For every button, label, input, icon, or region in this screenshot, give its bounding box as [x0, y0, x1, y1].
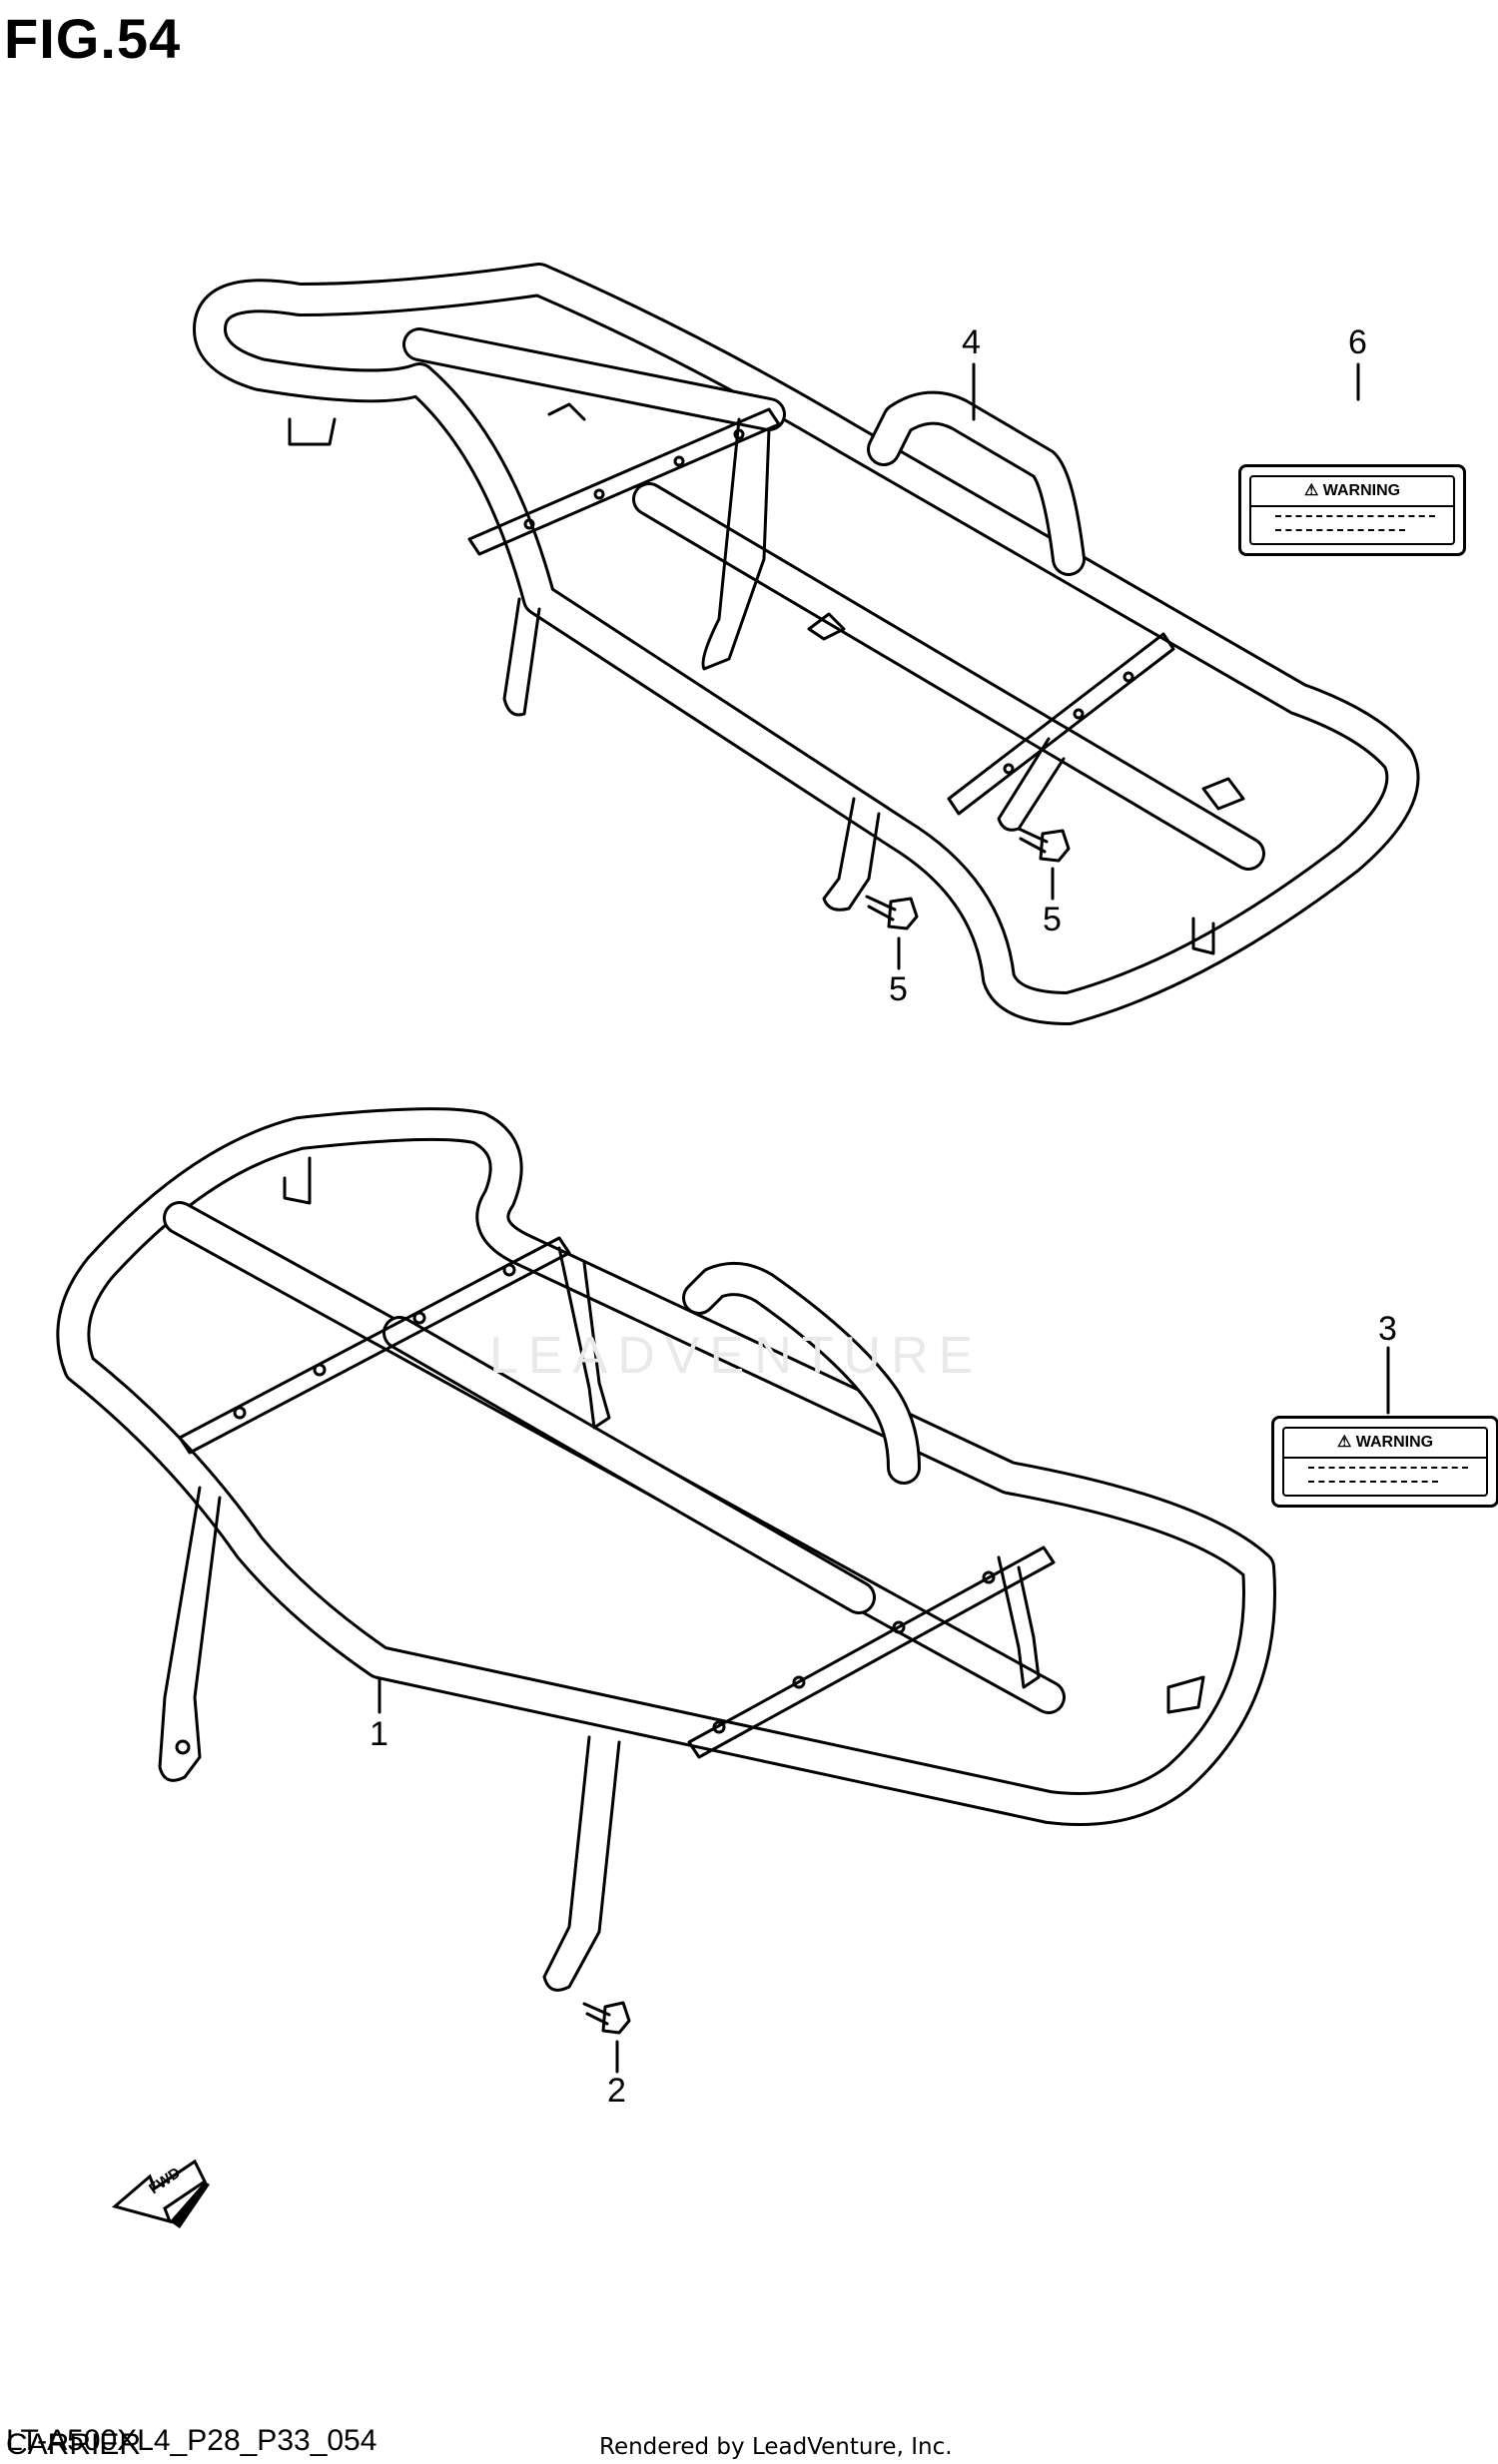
- front-carrier: [56, 1107, 1276, 1992]
- callout-5-left: 5: [889, 970, 908, 1008]
- warning-label-3: ⚠ WARNING: [1271, 1416, 1498, 1508]
- callout-5-right: 5: [1043, 901, 1062, 938]
- forward-arrow: [111, 2158, 210, 2228]
- warning-label-6-inner: ⚠ WARNING: [1249, 475, 1455, 545]
- rear-carrier: [193, 263, 1420, 1025]
- warning-label-3-line-2: [1308, 1481, 1438, 1483]
- warning-triangle-icon: ⚠: [1336, 1434, 1356, 1451]
- warning-label-3-text: WARNING: [1355, 1434, 1434, 1451]
- warning-label-3-header: ⚠ WARNING: [1284, 1429, 1486, 1459]
- diagram-code: LT-A500XL4_P28_P33_054: [6, 2424, 377, 2457]
- warning-label-6-text: WARNING: [1322, 482, 1401, 499]
- warning-label-3-line-1: [1308, 1467, 1468, 1469]
- callout-1: 1: [370, 1715, 388, 1753]
- callout-4: 4: [962, 323, 981, 361]
- warning-label-6: ⚠ WARNING: [1238, 464, 1466, 556]
- bolt-2: [582, 2001, 631, 2035]
- watermark: LEADVENTURE: [489, 1327, 984, 1385]
- diagram-subject: CARRIER: [6, 2428, 142, 2461]
- warning-label-3-inner: ⚠ WARNING: [1282, 1427, 1488, 1497]
- callout-2: 2: [607, 2072, 626, 2110]
- bolt-5-right: [1017, 827, 1071, 901]
- warning-label-6-header: ⚠ WARNING: [1251, 477, 1453, 507]
- warning-label-6-line-3: [1275, 543, 1435, 545]
- warning-label-6-line-1: [1275, 515, 1435, 517]
- callout-6: 6: [1348, 323, 1367, 361]
- callout-3: 3: [1378, 1310, 1397, 1348]
- warning-label-6-line-2: [1275, 529, 1405, 531]
- warning-triangle-icon: ⚠: [1303, 482, 1323, 499]
- bolt-5-left: [865, 895, 919, 970]
- figure-title: FIG.54: [4, 7, 182, 70]
- render-credit: Rendered by LeadVenture, Inc.: [599, 2434, 953, 2460]
- warning-label-3-line-3: [1308, 1495, 1468, 1497]
